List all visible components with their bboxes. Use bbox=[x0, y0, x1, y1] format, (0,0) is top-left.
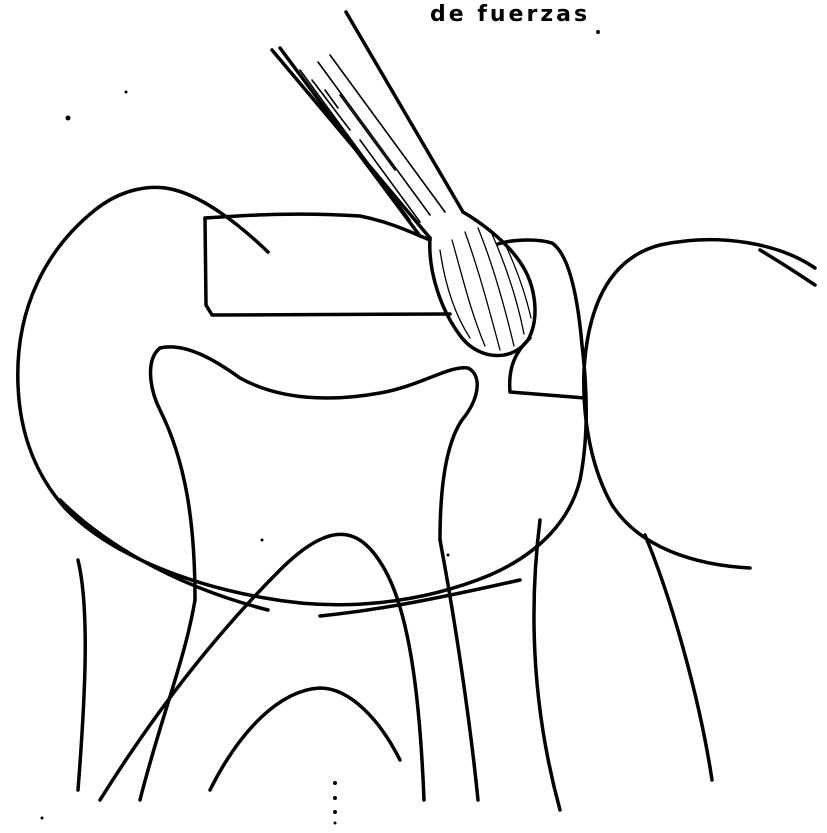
scan-specks bbox=[41, 30, 601, 825]
instrument-handle bbox=[272, 12, 463, 238]
bur-tip bbox=[430, 212, 535, 356]
adjacent-tooth bbox=[584, 240, 815, 780]
caption-text: de fuerzas bbox=[430, 2, 590, 27]
